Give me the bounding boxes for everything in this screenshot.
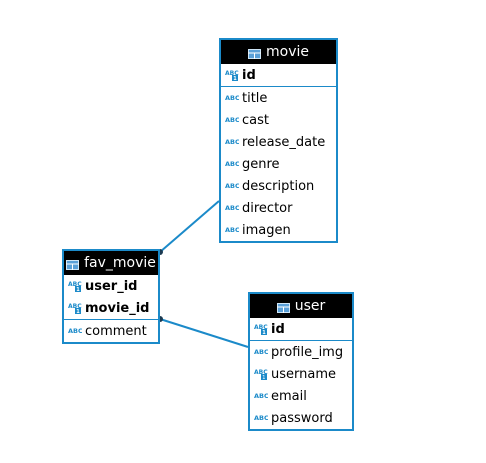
text-column-icon: ABC	[68, 325, 82, 337]
svg-text:ABC: ABC	[254, 369, 268, 376]
column-name: release_date	[242, 134, 326, 150]
svg-text:ABC: ABC	[254, 392, 268, 400]
text-column-icon: ABC	[225, 114, 239, 126]
text-column-icon: ABC	[225, 92, 239, 104]
table-name: movie	[266, 44, 309, 60]
table-header[interactable]: movie	[221, 40, 336, 64]
svg-text:1: 1	[76, 287, 80, 292]
column-name: cast	[242, 112, 269, 128]
svg-text:1: 1	[262, 375, 265, 380]
text-column-icon: ABC	[254, 346, 268, 358]
column-name: user_id	[85, 278, 138, 294]
table-header[interactable]: user	[250, 294, 352, 318]
text-column-icon: ABC	[254, 390, 268, 402]
column-name: title	[242, 90, 268, 106]
text-column-icon: ABC	[225, 202, 239, 214]
svg-text:ABC: ABC	[225, 226, 239, 234]
column-name: director	[242, 200, 293, 216]
table-icon	[248, 47, 261, 59]
svg-text:1: 1	[262, 330, 266, 335]
svg-text:ABC: ABC	[254, 348, 268, 356]
table-icon	[276, 301, 290, 313]
svg-text:ABC: ABC	[68, 327, 82, 335]
column-name: imagen	[242, 222, 291, 238]
text-column-icon: ABC	[254, 412, 268, 424]
table-name: fav_movie	[84, 255, 156, 271]
text-column-icon: ABC	[225, 180, 239, 192]
column-name: id	[271, 321, 285, 337]
column-name: email	[271, 388, 307, 404]
relation-fav-movie-to-movie	[159, 200, 220, 253]
svg-text:ABC: ABC	[225, 94, 239, 102]
svg-text:ABC: ABC	[225, 138, 239, 146]
column-name: id	[242, 67, 256, 83]
column-name: profile_img	[271, 344, 344, 360]
text-column-icon: ABC	[225, 136, 239, 148]
text-column-icon: ABC	[225, 158, 239, 170]
svg-text:ABC: ABC	[68, 303, 82, 310]
svg-text:1: 1	[76, 309, 80, 314]
svg-text:ABC: ABC	[225, 182, 239, 190]
column-name: comment	[85, 323, 147, 339]
svg-text:ABC: ABC	[225, 204, 239, 212]
table-icon	[66, 258, 80, 270]
column-name: movie_id	[85, 300, 150, 316]
relation-fav-movie-to-user	[159, 318, 249, 348]
table-name: user	[294, 298, 326, 314]
svg-text:ABC: ABC	[68, 281, 82, 288]
svg-text:ABC: ABC	[225, 70, 239, 77]
svg-text:ABC: ABC	[225, 116, 239, 124]
column-name: username	[271, 366, 336, 382]
svg-text:ABC: ABC	[254, 414, 268, 422]
svg-text:ABC: ABC	[254, 324, 268, 331]
column-name: password	[271, 410, 333, 426]
svg-text:ABC: ABC	[225, 160, 239, 168]
table-header[interactable]: fav_movie	[64, 251, 158, 275]
svg-text:1: 1	[233, 76, 237, 81]
column-name: genre	[242, 156, 280, 172]
text-column-icon: ABC	[225, 224, 239, 236]
column-name: description	[242, 178, 315, 194]
